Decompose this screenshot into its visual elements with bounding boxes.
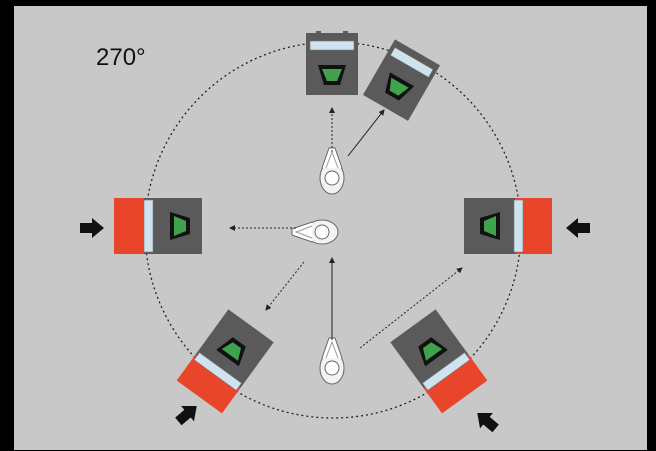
sight-line-lower-right — [359, 267, 463, 349]
machine-top-right — [362, 39, 441, 121]
machine-right — [464, 198, 552, 254]
machine-bottom-right — [390, 309, 488, 414]
machine-bottom-left — [176, 309, 274, 414]
machine-left — [114, 198, 202, 254]
arrow-left — [80, 218, 104, 238]
person-center — [291, 219, 339, 245]
arrow-bottom-right — [477, 413, 499, 433]
arrow-right — [566, 218, 590, 238]
person-top — [319, 147, 345, 195]
sight-line-lower-left — [265, 261, 305, 311]
machine-top — [306, 31, 358, 95]
angle-label: 270° — [96, 44, 146, 71]
arrow-bottom-left — [175, 406, 197, 426]
person-bottom — [319, 337, 345, 385]
sight-line-top-right — [347, 109, 385, 157]
